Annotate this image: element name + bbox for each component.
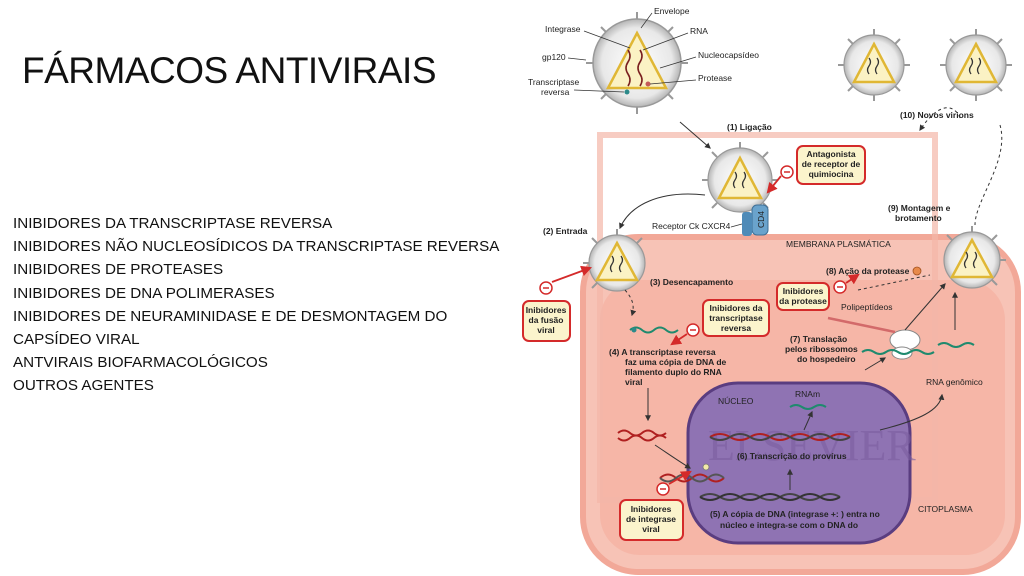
- list-item: INIBIDORES NÃO NUCLEOSÍDICOS DA TRANSCRI…: [13, 238, 500, 256]
- inhibitor-reverse-transcriptase: [702, 299, 770, 337]
- list-item: ANTVIRAIS BIOFARMACOLÓGICOS: [13, 354, 268, 372]
- cxcr4-receptor: [742, 212, 752, 236]
- receptor-label: Receptor Ck CXCR4: [652, 221, 731, 231]
- step-8-label: (8) Ação da protease: [826, 266, 910, 276]
- step-4-line2: faz uma cópia de DNA de: [625, 357, 727, 367]
- fusion-line3: viral: [537, 325, 555, 335]
- step-4-line4: viral: [625, 377, 643, 387]
- virus-entry: [583, 229, 646, 292]
- step-10-label: (10) Novos virions: [900, 110, 974, 120]
- step-7-line1: (7) Translação: [790, 334, 847, 344]
- step-6-label: (6) Transcrição do provírus: [737, 451, 847, 461]
- fusion-line1: Inibidores: [526, 305, 567, 315]
- host-dna: [659, 463, 725, 483]
- label-envelope: Envelope: [654, 6, 690, 16]
- viral-rna-strand: [629, 326, 679, 334]
- inhibitor-chemokine-antagonist: [796, 145, 866, 185]
- drug-class-list: INIBIDORES DA TRANSCRIPTASE REVERSA INIB…: [13, 212, 513, 398]
- label-rt-line1: Transcriptase: [528, 77, 579, 87]
- polypeptides-label: Polipeptídeos: [841, 302, 893, 312]
- slide-title: FÁRMACOS ANTIVIRAIS: [22, 50, 437, 91]
- membrane-label: MEMBRANA PLASMÁTICA: [786, 239, 891, 249]
- virus-binding: [702, 142, 778, 213]
- inhibitor-integrase: [619, 499, 684, 541]
- new-virion-1: [838, 29, 910, 101]
- rt-inh-line3: reversa: [721, 323, 752, 333]
- step-9-line2: brotamento: [895, 213, 942, 223]
- nucleus-label: NÚCLEO: [718, 396, 754, 406]
- inhibitor-fusion: [522, 300, 571, 342]
- label-integrase: Integrase: [545, 24, 581, 34]
- protease-line1: Inibidores: [783, 286, 824, 296]
- step-3-label: (3) Desencapamento: [650, 277, 733, 287]
- chemokine-line3: quimiocina: [809, 169, 854, 179]
- virus-parent: [586, 12, 688, 114]
- mrna-label: RNAm: [795, 389, 820, 399]
- chemokine-line1: Antagonista: [806, 149, 855, 159]
- step-1-label: (1) Ligação: [727, 122, 772, 132]
- label-nucleocapsid: Nucleocapsídeo: [698, 50, 759, 60]
- label-rna: RNA: [690, 26, 708, 36]
- new-virion-2: [940, 29, 1012, 101]
- step-4-line1: (4) A transcriptase reversa: [609, 347, 716, 357]
- step-5-line1: (5) A cópia de DNA (integrase +: ) entra…: [710, 509, 880, 519]
- virus-budding: [943, 226, 1006, 289]
- label-rt-line2: reversa: [541, 87, 570, 97]
- list-item: OUTROS AGENTES: [13, 377, 154, 395]
- fusion-line2: da fusão: [529, 315, 564, 325]
- inhibitor-protease: [776, 282, 830, 311]
- cd4-label: CD4: [756, 211, 766, 228]
- integrase-line1: Inibidores: [631, 504, 672, 514]
- chemokine-line2: de receptor de: [802, 159, 861, 169]
- step-2-label: (2) Entrada: [543, 226, 588, 236]
- label-gp120: gp120: [542, 52, 566, 62]
- step-7-line2: pelos ribossomos: [785, 344, 858, 354]
- mrna-strand: [789, 404, 827, 410]
- list-item: INIBIDORES DA TRANSCRIPTASE REVERSA: [13, 215, 333, 232]
- genomic-rna-label: RNA genômico: [926, 377, 983, 387]
- protease-dot: [912, 266, 922, 276]
- rt-inh-line1: Inibidores da: [710, 303, 763, 313]
- step-5-line2: núcleo e integra-se com o DNA do: [720, 520, 858, 530]
- rt-inh-line2: transcriptase: [709, 313, 763, 323]
- step-4-line3: filamento duplo do RNA: [625, 367, 722, 377]
- protease-line2: da protease: [779, 296, 827, 306]
- integrase-line2: de integrase: [626, 514, 676, 524]
- label-protease: Protease: [698, 73, 732, 83]
- step-7-line3: do hospedeiro: [797, 354, 856, 364]
- list-item: INIBIDORES DE DNA POLIMERASES: [13, 284, 275, 302]
- list-item: INIBIDORES DE PROTEASES: [13, 261, 224, 279]
- step-9-line1: (9) Montagem e: [888, 203, 951, 213]
- integrase-line3: viral: [642, 524, 660, 534]
- cytoplasm-label: CITOPLASMA: [918, 504, 973, 514]
- list-item: INIBIDORES DE NEURAMINIDASE E DE DESMONT…: [13, 307, 448, 349]
- provirus-dna: [699, 433, 851, 501]
